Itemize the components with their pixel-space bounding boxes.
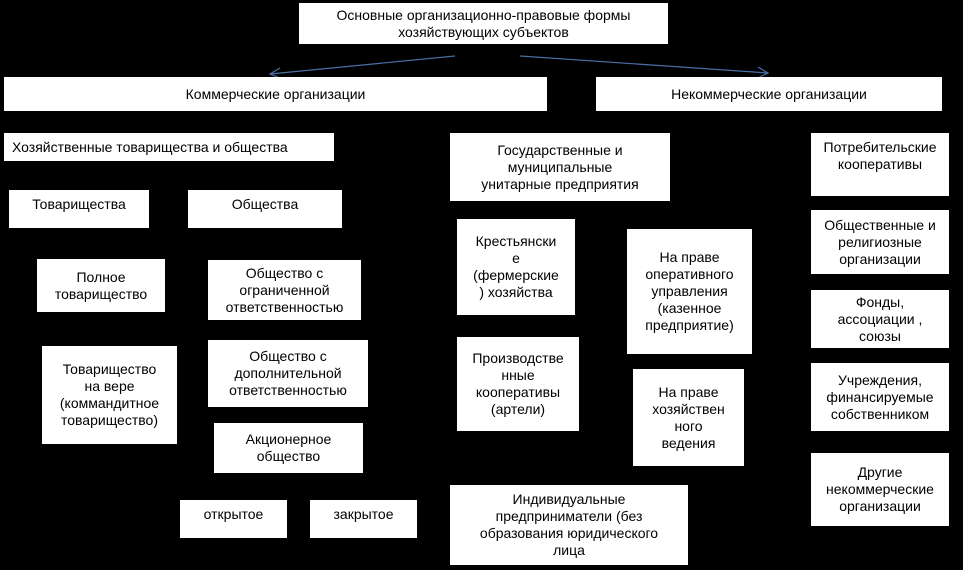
- consumer-coops-box: Потребительские кооперативы: [811, 133, 949, 196]
- noncommercial-box: Некоммерческие организации: [596, 77, 942, 111]
- arrow-to-commercial: [269, 55, 456, 75]
- farms-box: Крестьянски е (фермерские ) хозяйства: [457, 219, 575, 315]
- full-partnership-label: Полное товарищество: [54, 268, 148, 302]
- llc-box: Общество с ограниченной ответственностью: [208, 260, 361, 320]
- alc-label: Общество с дополнительной ответственност…: [229, 348, 347, 398]
- limited-partnership-box: Товарищество на вере (коммандитное товар…: [42, 346, 177, 444]
- full-partnership-box: Полное товарищество: [37, 259, 165, 312]
- institutions-label: Учреждения, финансируемые собственником: [826, 371, 934, 422]
- production-coops-box: Производстве нные кооперативы (артели): [457, 337, 579, 431]
- public-religious-label: Общественные и религиозные организации: [824, 216, 936, 267]
- state-enterprises-label: Государственные и муниципальные унитарны…: [481, 141, 639, 192]
- commercial-box: Коммерческие организации: [4, 77, 547, 111]
- title-text: Основные организационно-правовые формы х…: [336, 6, 631, 40]
- partnerships-box: Товарищества: [9, 190, 149, 228]
- closed-box: закрытое: [310, 500, 417, 538]
- llc-label: Общество с ограниченной ответственностью: [225, 264, 344, 315]
- partnerships-and-companies-label: Хозяйственные товарищества и общества: [12, 138, 288, 155]
- closed-label: закрытое: [333, 506, 394, 522]
- public-religious-box: Общественные и религиозные организации: [811, 210, 949, 274]
- title-box: Основные организационно-правовые формы х…: [299, 3, 668, 44]
- partnerships-label: Товарищества: [32, 196, 126, 212]
- arrow-to-noncommercial: [519, 55, 769, 74]
- institutions-box: Учреждения, финансируемые собственником: [811, 363, 949, 431]
- entrepreneurs-box: Индивидуальные предприниматели (без обра…: [450, 485, 688, 565]
- joint-stock-label: Акционерное общество: [245, 431, 332, 464]
- economic-management-label: На праве хозяйствен ного ведения: [652, 383, 725, 451]
- companies-label: Общества: [231, 196, 299, 212]
- operational-management-label: На праве оперативного управления (казенн…: [645, 249, 734, 333]
- funds-label: Фонды, ассоциации , союзы: [837, 293, 923, 344]
- operational-management-box: На праве оперативного управления (казенн…: [627, 229, 752, 354]
- joint-stock-box: Акционерное общество: [214, 423, 363, 473]
- funds-box: Фонды, ассоциации , союзы: [811, 290, 949, 348]
- noncommercial-label: Некоммерческие организации: [671, 85, 867, 102]
- other-noncommercial-label: Другие некоммерческие организации: [826, 464, 934, 514]
- entrepreneurs-label: Индивидуальные предприниматели (без обра…: [479, 491, 659, 558]
- other-noncommercial-box: Другие некоммерческие организации: [811, 453, 949, 526]
- commercial-label: Коммерческие организации: [185, 85, 366, 102]
- production-coops-label: Производстве нные кооперативы (артели): [472, 350, 564, 417]
- open-label: открытое: [203, 506, 264, 522]
- state-enterprises-box: Государственные и муниципальные унитарны…: [450, 133, 670, 201]
- farms-label: Крестьянски е (фермерские ) хозяйства: [473, 233, 559, 300]
- alc-box: Общество с дополнительной ответственност…: [208, 340, 368, 407]
- consumer-coops-label: Потребительские кооперативы: [823, 139, 937, 172]
- partnerships-and-companies-box: Хозяйственные товарищества и общества: [4, 133, 334, 161]
- open-box: открытое: [180, 500, 287, 538]
- economic-management-box: На праве хозяйствен ного ведения: [633, 369, 744, 466]
- companies-box: Общества: [188, 190, 342, 228]
- limited-partnership-label: Товарищество на вере (коммандитное товар…: [59, 361, 160, 428]
